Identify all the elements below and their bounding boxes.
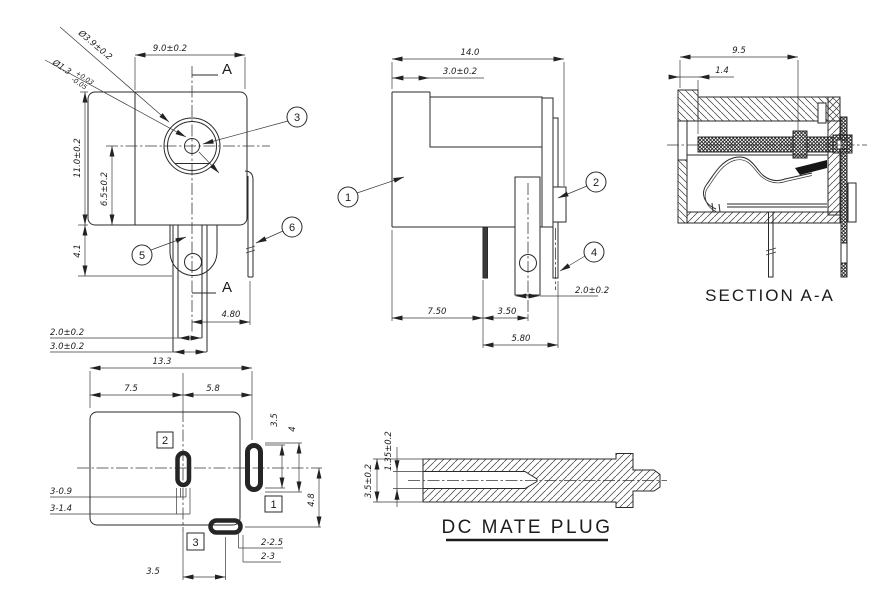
front-dim-lug-height: 4.1 [73,225,172,277]
dim-bottom-w2: 5.8 [206,384,220,394]
dim-slot-inner: 2-2.5 [261,538,283,548]
dim-section-width: 9.5 [732,46,746,56]
dim-bottom-offset-v: 4.8 [307,493,317,507]
bottom-dim-holes: 3-0.9 3-1.4 [50,487,191,515]
balloon-4: 4 [559,241,605,272]
dim-section-wall: 1.4 [715,66,729,76]
dim-inner-dia: Ø1.3 [50,57,74,78]
dim-pin-span: 3.0±0.2 [50,342,84,352]
side-dim-lug-width: 2.0±0.2 [515,286,609,299]
bottom-dim-slots: 2-2.5 2-3 [238,530,283,563]
dim-bottom-slot-h2: 4 [288,426,298,431]
section-housing [677,89,841,224]
tag-2: 2 [156,431,174,449]
bottom-view: 13.3 7.5 5.8 3.5 4 4.8 [50,357,322,580]
tag-1-label: 1 [270,499,276,511]
front-dim-inner-dia: Ø1.3 +0.03 -0.05 [44,57,220,174]
tag-3: 3 [186,532,205,551]
balloon-3: 3 [202,106,308,145]
dim-bottom-w1: 7.5 [124,384,138,394]
section-dim-wall: 1.4 [668,66,734,134]
section-contact-blade [795,160,827,175]
balloon-6-label: 6 [289,222,295,234]
balloon-3-label: 3 [294,112,300,124]
front-dim-pin-span: 3.0±0.2 [50,342,207,355]
bottom-dim-offset-h: 3.5 [146,537,226,580]
dim-lug-height: 4.1 [73,244,83,258]
balloon-1-label: 1 [345,192,351,204]
bottom-pad-right [245,443,263,492]
dim-hole-small: 3-0.9 [50,487,72,497]
dim-offset-h: 3.5 [146,567,160,577]
bottom-dim-total: 13.3 [89,357,253,440]
side-view: 14.0 3.0±0.2 7.50 3.50 5.80 2.0±0. [337,48,609,348]
dim-hole-large: 3-1.4 [50,504,72,514]
front-dim-pin-offset: 4.80 [192,281,251,325]
dim-slot-outer: 2-3 [261,552,275,562]
side-dim-pin-positions: 7.50 3.50 5.80 [391,230,559,348]
dim-bottom-slot-h: 3.5 [270,413,280,427]
dim-side-l3: 5.80 [512,334,531,344]
front-section-marks: A A [192,61,232,296]
plug-dim-id: 1.35±0.2 [384,431,423,507]
section-side-terminal [840,116,857,278]
dim-side-lug-width: 2.0±0.2 [575,286,609,296]
dim-bottom-total: 13.3 [153,357,172,367]
dim-side-l1: 7.50 [428,307,447,317]
plug-dim-od: 3.5±0.2 [364,458,423,503]
balloon-5: 5 [131,236,187,266]
dim-plug-od: 3.5±0.2 [364,464,374,498]
bottom-pad-lower [208,518,243,535]
dim-side-l2: 3.50 [498,307,517,317]
front-dim-height: 11.0±0.2 [73,91,88,226]
balloon-1: 1 [337,176,405,208]
bottom-body-outline [89,411,241,526]
dim-plug-id: 1.35±0.2 [384,431,394,471]
dim-side-step: 3.0±0.2 [443,67,477,77]
section-mark-top: A [222,61,232,78]
plug-view: 3.5±0.2 1.35±0.2 DC MATE PLUG [364,431,667,542]
plug-caption: DC MATE PLUG [441,517,612,538]
plug-bore [422,471,538,489]
front-dim-width: 9.0±0.2 [134,44,246,90]
tag-1: 1 [264,495,283,513]
front-dim-pin-gap: 2.0±0.2 [50,328,202,341]
front-dim-center-height: 6.5±0.2 [100,146,115,225]
section-mark-bottom: A [222,279,232,296]
section-spring-contact [703,156,827,213]
dim-side-total-width: 14.0 [461,48,480,58]
section-pin-leg [765,211,777,278]
bottom-pad-center [175,450,192,488]
section-dim-width: 9.5 [679,46,799,131]
balloon-2-label: 2 [593,177,599,189]
tag-3-label: 3 [192,537,198,549]
balloon-4-label: 4 [591,247,597,259]
balloon-2: 2 [557,171,607,199]
bottom-dim-right: 3.5 4 4.8 [245,413,322,528]
section-view: 9.5 1.4 SECTION A-A [667,46,867,305]
dim-front-height: 11.0±0.2 [73,138,83,178]
dim-front-width: 9.0±0.2 [153,44,187,54]
side-dim-total-width: 14.0 [391,48,565,186]
dim-pin-offset: 4.80 [222,310,241,320]
dim-pin-gap: 2.0±0.2 [50,328,84,338]
dim-center-height: 6.5±0.2 [100,172,110,206]
tag-2-label: 2 [162,435,168,447]
front-view: 9.0±0.2 Ø3.9±0.2 Ø1.3 +0.03 -0.05 11.0±0… [44,26,308,355]
bottom-dim-splits: 7.5 5.8 [90,384,252,398]
side-dim-step: 3.0±0.2 [392,67,484,81]
side-view-outline [391,91,567,312]
balloon-5-label: 5 [139,250,145,262]
section-caption: SECTION A-A [705,286,835,305]
balloon-6: 6 [255,216,303,244]
